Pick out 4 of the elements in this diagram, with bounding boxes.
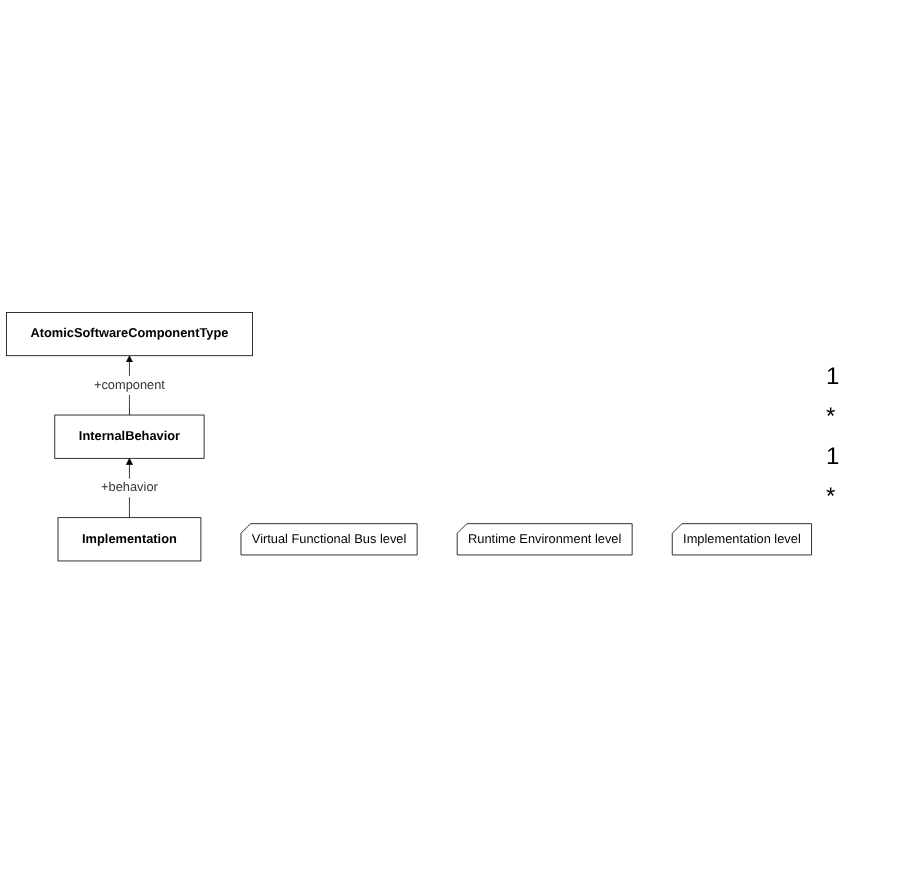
multiplicity-label: * xyxy=(826,482,838,510)
multiplicity-label: 1 xyxy=(826,362,842,390)
multiplicity-label: 1 xyxy=(826,442,842,470)
multiplicity-label: * xyxy=(826,402,838,430)
